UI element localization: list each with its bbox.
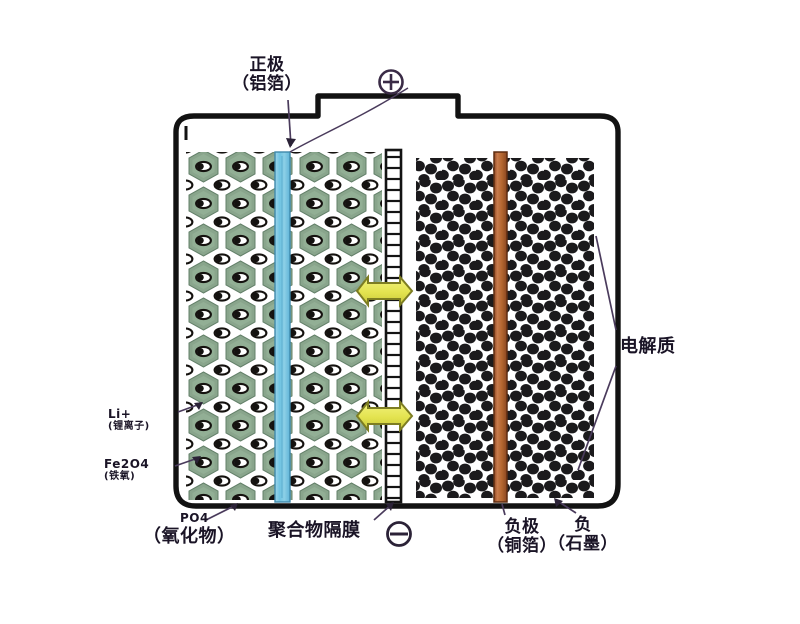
- label-cathode-line2: （铝箔）: [232, 74, 302, 95]
- leader-arrowheads: [192, 138, 563, 511]
- label-phosphate: PO4: [180, 511, 209, 525]
- label-graphite-line1: 负: [574, 515, 592, 535]
- polymer-separator-membrane: [384, 148, 403, 504]
- ion-transport-arrow-upper: [355, 274, 414, 308]
- positive-terminal-symbol: [378, 69, 404, 95]
- label-cathode-line1: 正极: [249, 55, 285, 75]
- label-electrolyte: 电解质: [620, 336, 676, 357]
- label-graphite: 负 （石墨）: [548, 515, 618, 555]
- label-graphite-line2: （石墨）: [548, 534, 618, 555]
- label-oxide: （氧化物）: [143, 526, 236, 547]
- negative-terminal-symbol: [386, 521, 412, 547]
- label-iron-oxide-formula: Fe2O4: [104, 457, 150, 471]
- label-iron-oxide: Fe2O4 (铁氧): [104, 457, 150, 483]
- label-iron-oxide-name: (铁氧): [104, 471, 136, 483]
- label-anode-line2: （铜箔）: [487, 536, 557, 557]
- label-separator: 聚合物隔膜: [268, 520, 361, 541]
- label-lithium-ion-name: (锂离子): [108, 421, 150, 433]
- ion-transport-arrow-lower: [355, 399, 414, 433]
- label-cathode: 正极 （铝箔）: [232, 55, 302, 95]
- label-anode: 负极 （铜箔）: [487, 517, 557, 557]
- battery-casing-outline: [173, 93, 621, 509]
- label-lithium-ion: Li+ (锂离子): [108, 407, 150, 433]
- anode-current-collector-foil: [493, 151, 508, 503]
- label-lithium-ion-formula: Li+: [108, 407, 132, 421]
- label-anode-line1: 负极: [504, 517, 540, 537]
- cathode-current-collector-foil: [274, 151, 291, 503]
